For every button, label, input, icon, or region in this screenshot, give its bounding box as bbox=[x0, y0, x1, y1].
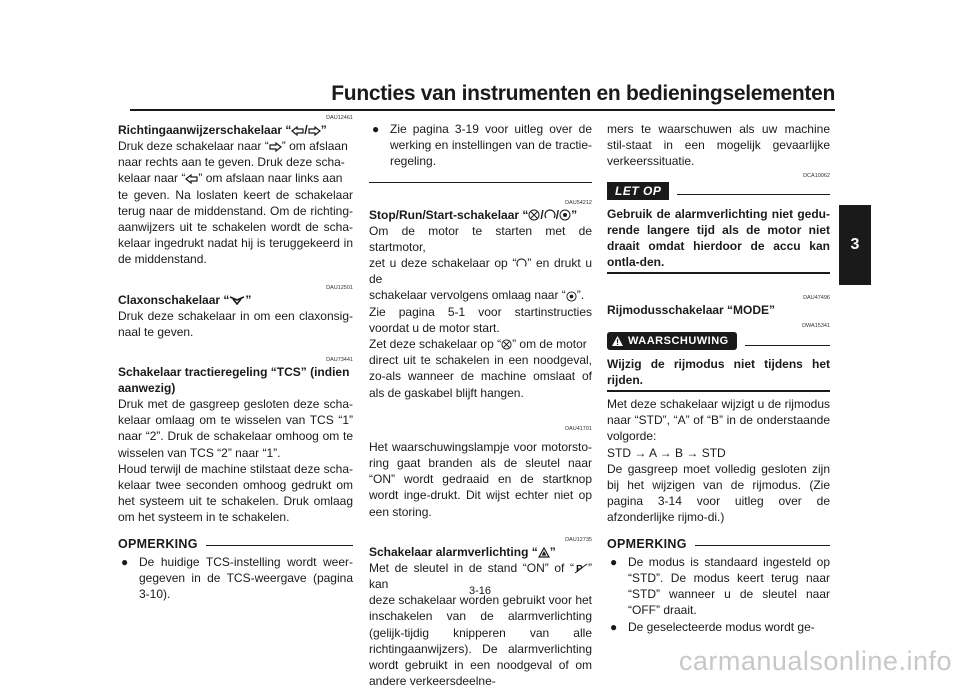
warning-text: Wijzig de rijmodus niet tijdens het rijd… bbox=[607, 357, 830, 388]
mode-sequence: STD → A → B → STD bbox=[607, 445, 726, 460]
caution-badge: LET OP bbox=[607, 181, 670, 200]
section-code: DWA15341 bbox=[802, 322, 830, 329]
tcs-heading: Schakelaar tractieregeling “TCS” (indien… bbox=[118, 365, 350, 396]
turn-signal-line: kelaar naar “” om afslaan naar links aan bbox=[118, 171, 343, 186]
note-list: ●De modus is standaard ingesteld op “STD… bbox=[607, 554, 830, 635]
section-code: DAU47496 bbox=[803, 294, 830, 301]
warning-triangle-icon bbox=[612, 335, 623, 346]
section-code: DAU12501 bbox=[326, 284, 353, 291]
section-divider bbox=[369, 181, 592, 183]
arrow-right-icon bbox=[308, 125, 321, 136]
horn-icon bbox=[230, 296, 245, 306]
section-code: DAU73441 bbox=[326, 357, 353, 364]
section-code: DAU12461 bbox=[326, 115, 353, 121]
hazard-triangle-icon bbox=[537, 547, 550, 558]
caution-heading: LET OP bbox=[607, 181, 830, 200]
bullet-icon: ● bbox=[610, 619, 618, 634]
parking-icon: P bbox=[574, 563, 588, 574]
hazard-body: deze schakelaar worden gebruikt voor het… bbox=[369, 593, 592, 689]
stop-body: Zie pagina 5-1 voor startinstructies voo… bbox=[369, 304, 592, 335]
stop-line: Zet deze schakelaar op “” om de motor bbox=[369, 337, 587, 352]
engine-stop-icon bbox=[501, 339, 512, 350]
mode-body: De gasgreep moet volledig gesloten zijn … bbox=[607, 461, 830, 525]
caution-end-rule bbox=[607, 271, 830, 274]
stop-line: schakelaar vervolgens omlaag naar “”. bbox=[369, 288, 585, 303]
page-number: 3-16 bbox=[468, 585, 492, 597]
list-item: ●De modus is standaard ingesteld op “STD… bbox=[610, 554, 830, 618]
column-1: DAU12461 Richtingaanwijzerschakelaar “/”… bbox=[118, 112, 353, 602]
engine-stop-icon bbox=[528, 209, 540, 221]
stop-line: Om de motor te starten met de startmotor… bbox=[369, 223, 592, 254]
header-rule bbox=[130, 109, 835, 111]
list-item: ●De geselecteerde modus wordt ge- bbox=[610, 619, 815, 634]
continued-text: mers te waarschuwen als uw machine stil-… bbox=[607, 122, 830, 169]
engine-start-icon bbox=[559, 209, 571, 221]
caution-text: Gebruik de alarmverlichting niet gedu-re… bbox=[607, 206, 830, 269]
column-2: ●Zie pagina 3-19 voor uitleg over de wer… bbox=[369, 121, 592, 689]
stop-line: zet u deze schakelaar op “” en drukt u d… bbox=[369, 256, 592, 287]
column-3: mers te waarschuwen als uw machine stil-… bbox=[607, 121, 830, 635]
engine-run-icon bbox=[516, 258, 527, 267]
mode-body: Met deze schakelaar wijzigt u de rijmodu… bbox=[607, 397, 830, 444]
stop-run-start-heading: Stop/Run/Start-schakelaar “//” bbox=[369, 207, 578, 222]
page-title: Functies van instrumenten en bedieningse… bbox=[331, 82, 835, 105]
turn-signal-body: te geven. Na loslaten keert de schakelaa… bbox=[118, 187, 353, 267]
section-code: DCA10062 bbox=[803, 172, 830, 179]
arrow-right-icon bbox=[269, 141, 282, 152]
note-heading: OPMERKING bbox=[118, 536, 353, 552]
section-code: DAU54212 bbox=[565, 199, 592, 206]
bullet-icon: ● bbox=[610, 554, 618, 569]
horn-heading: Claxonschakelaar “” bbox=[118, 292, 252, 307]
arrow-left-icon bbox=[291, 125, 305, 136]
hazard-line: Met de sleutel in de stand “ON” of “P” k… bbox=[369, 560, 592, 592]
warning-end-rule bbox=[607, 390, 830, 393]
engine-run-icon bbox=[544, 209, 556, 219]
bullet-icon: ● bbox=[372, 122, 380, 136]
svg-text:P: P bbox=[576, 564, 583, 574]
note-list: ●De huidige TCS-instelling wordt weer-ge… bbox=[118, 554, 353, 603]
turn-signal-line: naar rechts aan te geven. Druk deze scha… bbox=[118, 155, 345, 170]
turn-signal-line: Druk deze schakelaar naar “” om afslaan bbox=[118, 139, 348, 153]
mode-heading: Rijmodusschakelaar “MODE” bbox=[607, 302, 776, 317]
hazard-heading: Schakelaar alarmverlichting “” bbox=[369, 544, 556, 559]
warning-heading: WAARSCHUWING bbox=[607, 331, 830, 351]
warning-badge: WAARSCHUWING bbox=[607, 331, 737, 351]
watermark: carmanualsonline.info bbox=[678, 646, 952, 676]
bullet-icon: ● bbox=[121, 554, 129, 569]
stop-body: direct uit te schakelen in een noodgeval… bbox=[369, 353, 592, 400]
section-code: DAU41701 bbox=[565, 425, 592, 432]
list-item: ●Zie pagina 3-19 voor uitleg over de wer… bbox=[372, 122, 592, 169]
arrow-left-icon bbox=[185, 174, 198, 185]
bullet-list: ●Zie pagina 3-19 voor uitleg over de wer… bbox=[369, 121, 592, 170]
tcs-body: Druk met de gasgreep gesloten deze scha-… bbox=[118, 397, 353, 525]
horn-body: Druk deze schakelaar in om een claxonsig… bbox=[118, 308, 353, 339]
engine-start-icon bbox=[566, 291, 577, 302]
warning-lamp-body: Het waarschuwingslampje voor motorsto-ri… bbox=[369, 439, 592, 519]
section-code: DAU12735 bbox=[565, 536, 592, 543]
chapter-tab: 3 bbox=[839, 205, 871, 285]
list-item: ●De huidige TCS-instelling wordt weer-ge… bbox=[121, 554, 353, 602]
turn-signal-heading: Richtingaanwijzerschakelaar “/” bbox=[118, 123, 327, 137]
note-heading: OPMERKING bbox=[607, 536, 830, 552]
